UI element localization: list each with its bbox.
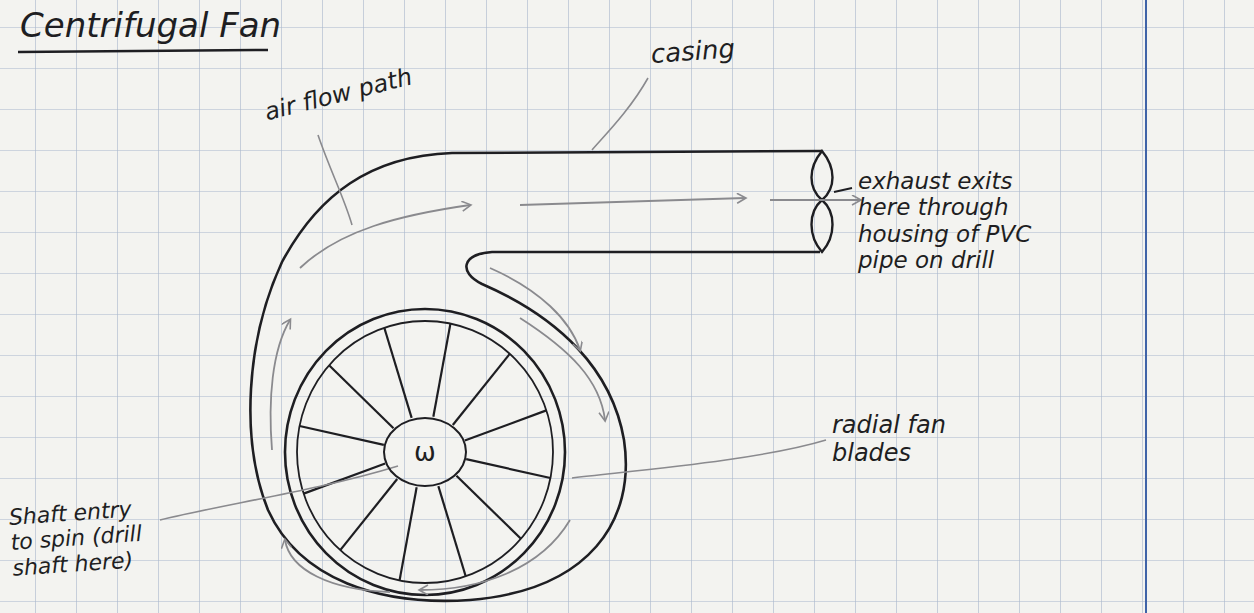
fan-blade xyxy=(304,463,386,493)
part-label: casing xyxy=(650,34,736,70)
margin-line xyxy=(1145,0,1147,613)
shaft-note: Shaft entry to spin (drill shaft here) xyxy=(8,495,163,581)
fan-blade xyxy=(340,479,397,550)
fan-blade xyxy=(453,354,510,425)
air-flow-arrows xyxy=(271,198,860,592)
radial-blades xyxy=(300,324,551,581)
fan-blade xyxy=(433,324,450,417)
fan-blade xyxy=(438,486,465,576)
title: Centrifugal Fan xyxy=(20,6,281,45)
fan-blade xyxy=(400,487,417,580)
fan-wheel xyxy=(285,309,565,595)
fan-blade xyxy=(456,476,520,539)
fan-blade xyxy=(384,328,411,418)
exhaust-leader xyxy=(834,188,852,192)
fan-blade xyxy=(300,426,384,445)
omega-symbol: ω xyxy=(414,437,436,467)
shaft-hub: ω xyxy=(383,417,467,487)
fan-blade xyxy=(465,410,547,440)
exhaust-opening xyxy=(812,151,833,252)
part-label: radial fan blades xyxy=(832,412,982,467)
fan-wheel-rim xyxy=(297,321,553,583)
fan-casing xyxy=(250,151,822,601)
fan-blade xyxy=(466,459,550,478)
fan-blade xyxy=(329,365,393,428)
leader-lines xyxy=(160,78,826,520)
exhaust-note: exhaust exits here through housing of PV… xyxy=(858,168,1048,274)
title-underline xyxy=(18,50,268,52)
